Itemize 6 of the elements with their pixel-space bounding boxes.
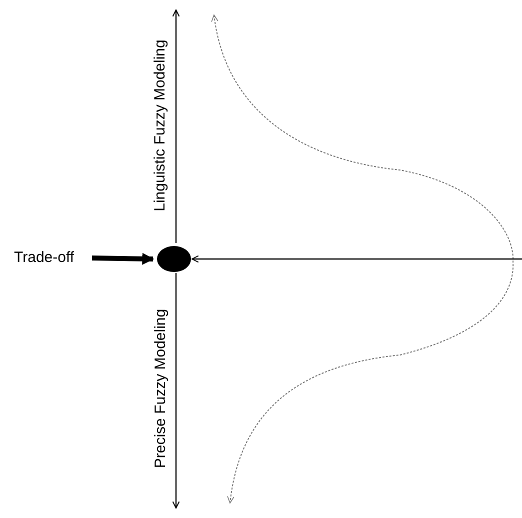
arrow xyxy=(192,255,522,263)
axis-label: Precise Fuzzy Modeling xyxy=(152,308,169,468)
thick-arrow xyxy=(92,252,154,265)
filled-ellipse xyxy=(157,246,191,272)
trade-off-label: Trade-off xyxy=(14,247,80,269)
axis-label: Linguistic Fuzzy Modeling xyxy=(151,39,168,211)
